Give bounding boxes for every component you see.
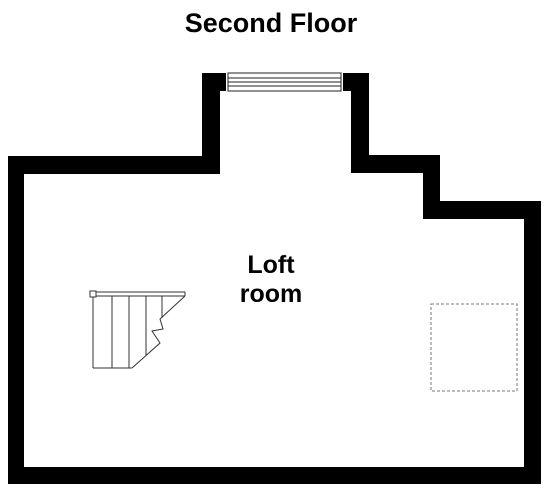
loft-hatch-icon bbox=[430, 303, 518, 392]
plan-title: Second Floor bbox=[185, 8, 358, 38]
staircase-icon bbox=[89, 290, 186, 369]
room-label-line1: Loft bbox=[247, 251, 295, 279]
window-icon bbox=[226, 72, 343, 92]
room-label-line2: room bbox=[240, 280, 303, 308]
room-label-loft: Loft room bbox=[240, 251, 303, 308]
